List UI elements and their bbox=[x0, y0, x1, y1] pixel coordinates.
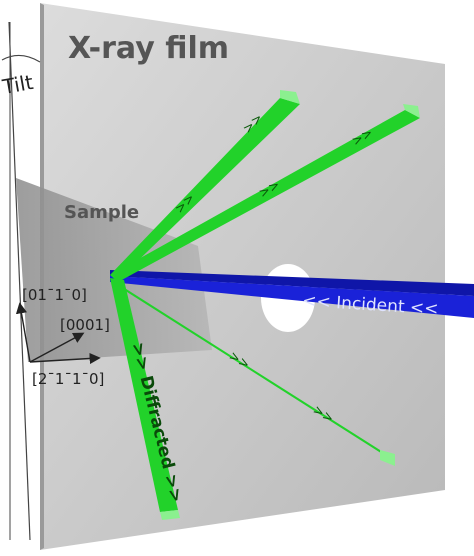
tilt-line bbox=[8, 21, 31, 541]
axis-label-0110: [01¯1¯0] bbox=[22, 286, 87, 304]
tilt-label: Tilt bbox=[0, 70, 35, 99]
sample-plate bbox=[16, 178, 212, 362]
tilt-arc bbox=[1, 54, 41, 63]
axis-label-2110: [2¯1¯1¯0] bbox=[32, 370, 104, 388]
film-label: X-ray film bbox=[68, 31, 229, 66]
axis-label-0001: [0001] bbox=[60, 316, 110, 334]
sample-label: Sample bbox=[64, 202, 139, 223]
crystal-axes bbox=[15, 302, 101, 365]
